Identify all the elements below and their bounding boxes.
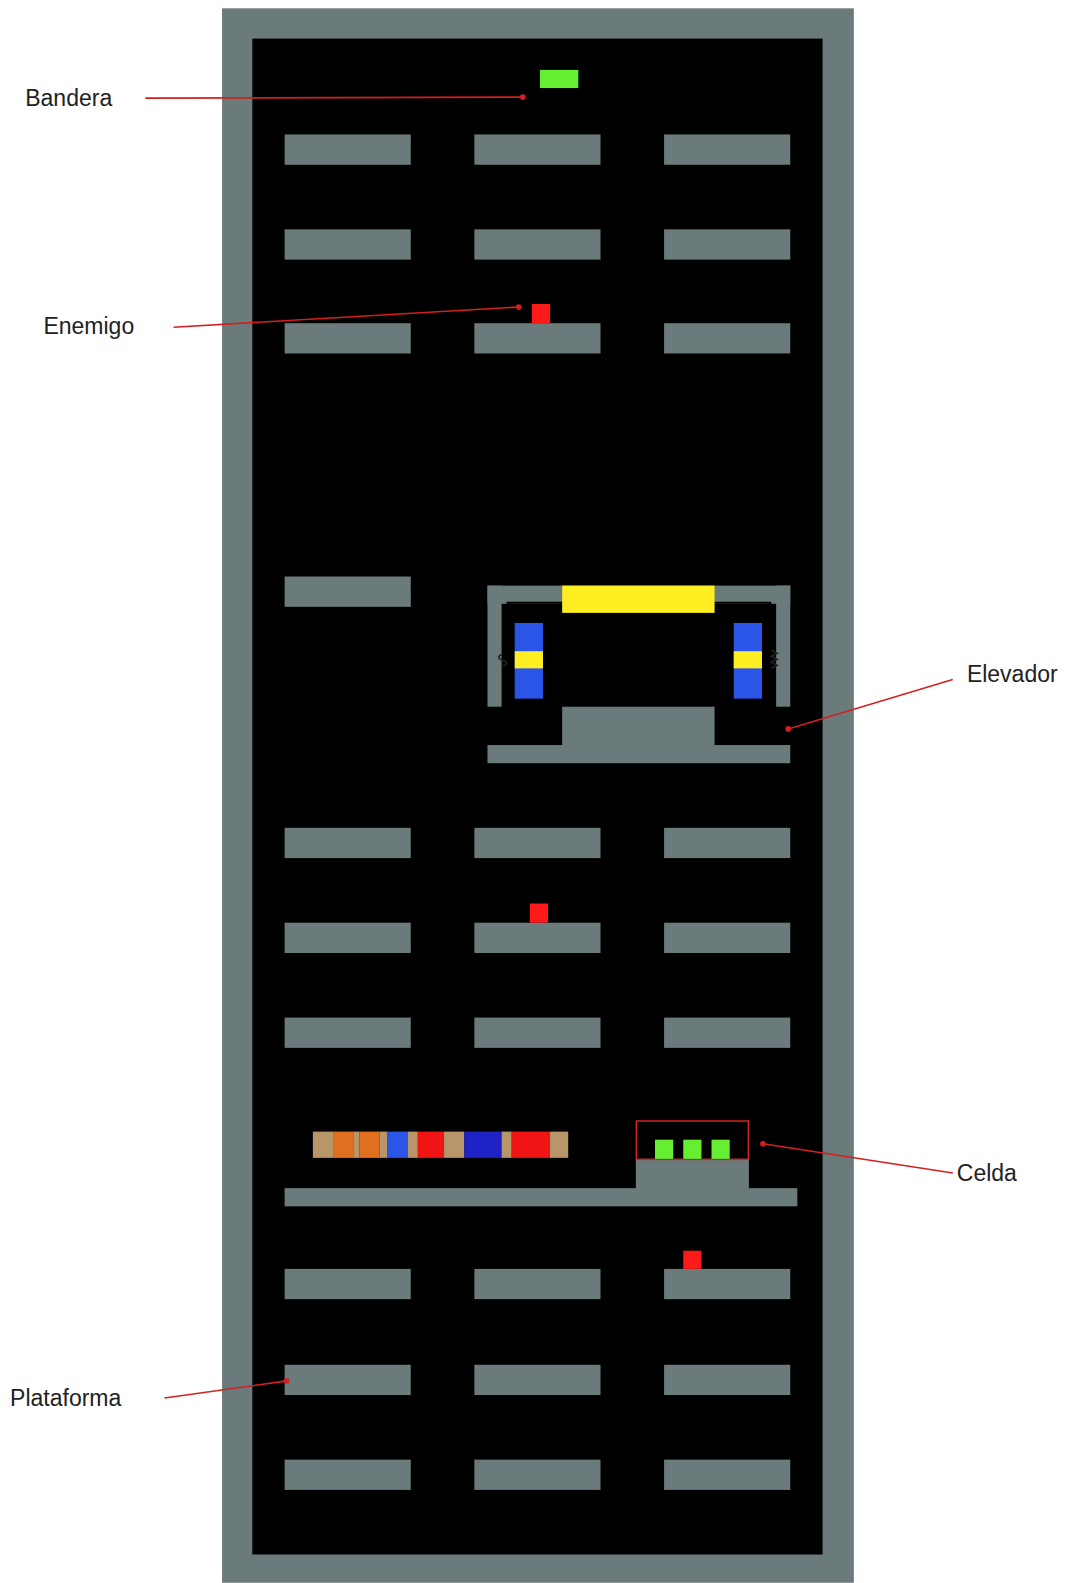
- platform: [664, 1018, 790, 1048]
- enemies: [530, 304, 702, 1269]
- platform: [285, 323, 411, 353]
- platform: [285, 1018, 411, 1048]
- platform: [285, 923, 411, 953]
- level-wall: [222, 8, 854, 1582]
- platform: [285, 828, 411, 858]
- platform: [664, 828, 790, 858]
- platform: [285, 577, 411, 607]
- block: [333, 1132, 353, 1158]
- block: [313, 1132, 333, 1158]
- platform: [664, 1460, 790, 1490]
- block: [502, 1132, 512, 1158]
- part-label: Celda: [957, 1159, 1017, 1186]
- platforms: [285, 134, 791, 1489]
- platform: [474, 1269, 600, 1299]
- platform: [474, 134, 600, 164]
- platform: [664, 923, 790, 953]
- block: [359, 1132, 379, 1158]
- platform: [664, 1365, 790, 1395]
- platform: [474, 323, 600, 353]
- platform: [474, 1365, 600, 1395]
- block: [379, 1132, 387, 1158]
- block: [464, 1132, 501, 1158]
- part-label: Plataforma: [10, 1384, 121, 1411]
- part-label: Enemigo: [43, 312, 134, 339]
- platform: [664, 134, 790, 164]
- platform: [474, 1460, 600, 1490]
- part-label: Elevador: [967, 661, 1058, 688]
- block: [512, 1132, 550, 1158]
- block: [418, 1132, 444, 1158]
- platform: [474, 1018, 600, 1048]
- enemy: [530, 904, 548, 923]
- platform: [474, 229, 600, 259]
- level-space: [252, 39, 822, 1555]
- elevator: [487, 586, 790, 764]
- part-label: Bandera: [25, 84, 112, 111]
- platform: [285, 229, 411, 259]
- platform: [664, 323, 790, 353]
- block: [408, 1132, 418, 1158]
- flag: [540, 70, 578, 88]
- platform: [474, 828, 600, 858]
- platform: [285, 1269, 411, 1299]
- leader-lines: [145, 95, 952, 1398]
- platform: [664, 1269, 790, 1299]
- block: [388, 1132, 408, 1158]
- platform: [474, 923, 600, 953]
- platform: [664, 229, 790, 259]
- platform: [285, 1365, 411, 1395]
- enemy: [532, 304, 550, 323]
- platform: [285, 1460, 411, 1490]
- block: [550, 1132, 568, 1158]
- block: [444, 1132, 464, 1158]
- platform: [285, 134, 411, 164]
- cell-area: [285, 1121, 798, 1206]
- enemy: [683, 1251, 701, 1269]
- block: [353, 1132, 359, 1158]
